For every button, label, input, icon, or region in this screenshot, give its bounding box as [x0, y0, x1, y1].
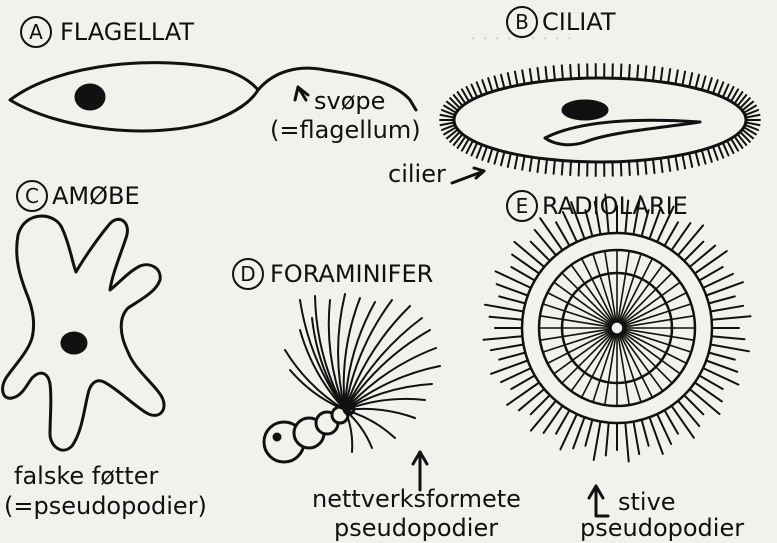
- ciliate-oral-groove: [545, 120, 700, 145]
- amoeba-drawing: [3, 216, 164, 450]
- pseudopodier-label-c: (=pseudopodier): [4, 494, 207, 518]
- panel-d-letter: D: [232, 258, 264, 290]
- flagellum-arrow: [295, 87, 308, 100]
- panel-c-letter: C: [16, 180, 48, 212]
- flagellum-label: (=flagellum): [270, 118, 421, 142]
- panel-a-letter: A: [20, 16, 52, 48]
- cilier-arrow: [452, 168, 484, 183]
- pseudopodier-label-e: pseudopodier: [580, 516, 744, 540]
- falske-fotter-label: falske føtter: [14, 464, 158, 488]
- panel-b-letter: B: [506, 6, 538, 38]
- flagellate-body: [10, 63, 258, 131]
- panel-d-title: FORAMINIFER: [270, 262, 433, 286]
- panel-e-letter: E: [506, 190, 538, 222]
- pseudopodier-label-d: pseudopodier: [334, 516, 498, 540]
- amoeba-body: [3, 216, 164, 450]
- panel-c-title: AMØBE: [52, 184, 140, 208]
- radiolarian-drawing: [484, 195, 751, 517]
- ciliate-drawing: [440, 64, 760, 183]
- ciliate-nucleus: [563, 101, 607, 119]
- panel-a-title: FLAGELLAT: [60, 20, 194, 44]
- amoeba-nucleus: [62, 333, 86, 353]
- foraminifer-shell: [264, 404, 354, 462]
- stive-arrow: [589, 486, 608, 516]
- nettverksformete-label: nettverksformete: [312, 487, 521, 511]
- panel-e-title: RADIOLARIE: [542, 194, 688, 218]
- cilier-label: cilier: [388, 162, 446, 186]
- svope-label: svøpe: [314, 89, 385, 113]
- ciliate-cilia: [440, 64, 760, 176]
- flagellate-nucleus: [76, 85, 104, 109]
- panel-b-title: CILIAT: [542, 10, 616, 34]
- foraminifer-drawing: [264, 294, 440, 490]
- stive-label: stive: [618, 490, 676, 514]
